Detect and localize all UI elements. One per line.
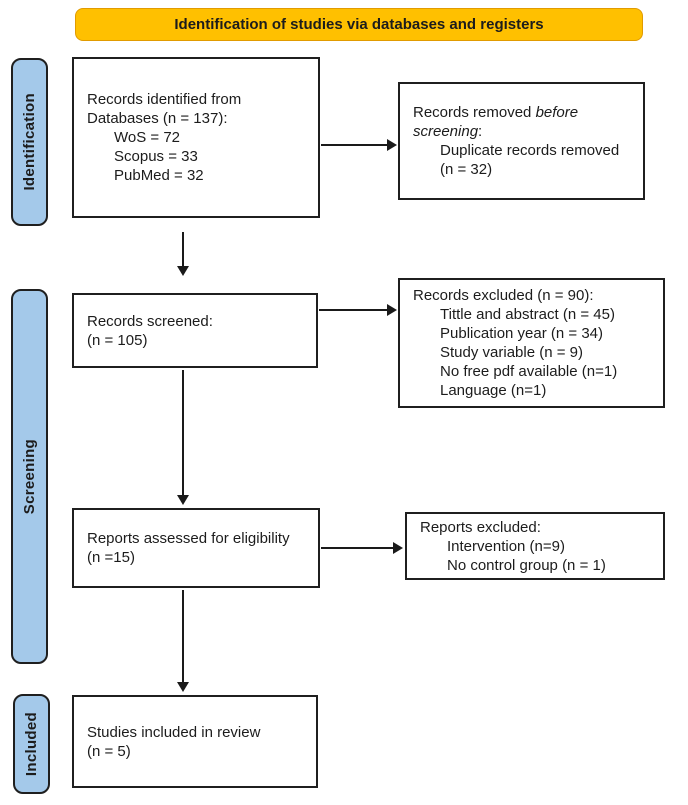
box-records-screened: Records screened:(n = 105) bbox=[72, 293, 318, 368]
box-text-line: Study variable (n = 9) bbox=[440, 344, 583, 361]
stage-identification-label: Identification bbox=[21, 93, 38, 191]
box-reports-assessed: Reports assessed for eligibility (n =15) bbox=[72, 508, 320, 588]
box-text-line: Reports excluded: bbox=[420, 518, 541, 536]
box-text-line: Intervention (n=9) bbox=[447, 537, 565, 555]
arrow-identified-to-screened bbox=[177, 232, 189, 276]
box-text-line: Records removed before bbox=[413, 104, 579, 121]
box-text-line: Records screened: bbox=[87, 312, 213, 330]
box-text-line: No free pdf available (n=1) bbox=[440, 363, 618, 380]
box-text-line: (n = 105) bbox=[87, 331, 148, 349]
box-text-line: No control group (n = 1) bbox=[447, 556, 606, 574]
box-text-line: (n = 5) bbox=[87, 742, 131, 760]
box-text-line: Language (n=1) bbox=[440, 382, 547, 399]
banner-title: Identification of studies via databases … bbox=[75, 8, 643, 41]
box-text-line: Records identified from bbox=[87, 91, 242, 108]
box-studies-included: Studies included in review(n = 5) bbox=[72, 695, 318, 788]
box-text-line: Tittle and abstract (n = 45) bbox=[440, 306, 615, 323]
box-text-line: PubMed = 32 bbox=[114, 167, 204, 184]
arrow-assessed-to-included bbox=[177, 590, 189, 692]
arrow-assessed-to-excluded bbox=[321, 542, 403, 554]
box-text-line: Studies included in review bbox=[87, 723, 261, 741]
stage-screening: Screening bbox=[11, 289, 48, 664]
box-text-line: Duplicate records removed bbox=[440, 142, 620, 159]
box-text-line: (n =15) bbox=[87, 549, 135, 566]
box-text-line: (n = 32) bbox=[440, 161, 493, 178]
box-text-line: Databases (n = 137): bbox=[87, 110, 228, 127]
box-records-excluded: Records excluded (n = 90): Tittle and abs… bbox=[398, 278, 665, 408]
box-text-line: screening: bbox=[413, 123, 483, 140]
stage-included: Included bbox=[13, 694, 50, 794]
arrow-screened-to-assessed bbox=[177, 370, 189, 505]
box-records-removed: Records removed before screening: Duplicat… bbox=[398, 82, 645, 200]
banner-title-text: Identification of studies via databases … bbox=[174, 16, 544, 33]
box-text-line: Publication year (n = 34) bbox=[440, 325, 604, 342]
stage-included-label: Included bbox=[23, 711, 40, 777]
arrow-screened-to-excluded bbox=[319, 304, 397, 316]
box-reports-excluded: Reports excluded:Intervention (n=9)No co… bbox=[405, 512, 665, 580]
box-text-line: Reports assessed for eligibility bbox=[87, 530, 290, 547]
box-text-line: Scopus = 33 bbox=[114, 148, 198, 165]
arrow-identified-to-removed bbox=[321, 139, 397, 151]
stage-identification: Identification bbox=[11, 58, 48, 226]
box-text-line: WoS = 72 bbox=[114, 129, 181, 146]
box-text-line: Records excluded (n = 90): bbox=[413, 287, 594, 304]
stage-screening-label: Screening bbox=[21, 438, 38, 515]
